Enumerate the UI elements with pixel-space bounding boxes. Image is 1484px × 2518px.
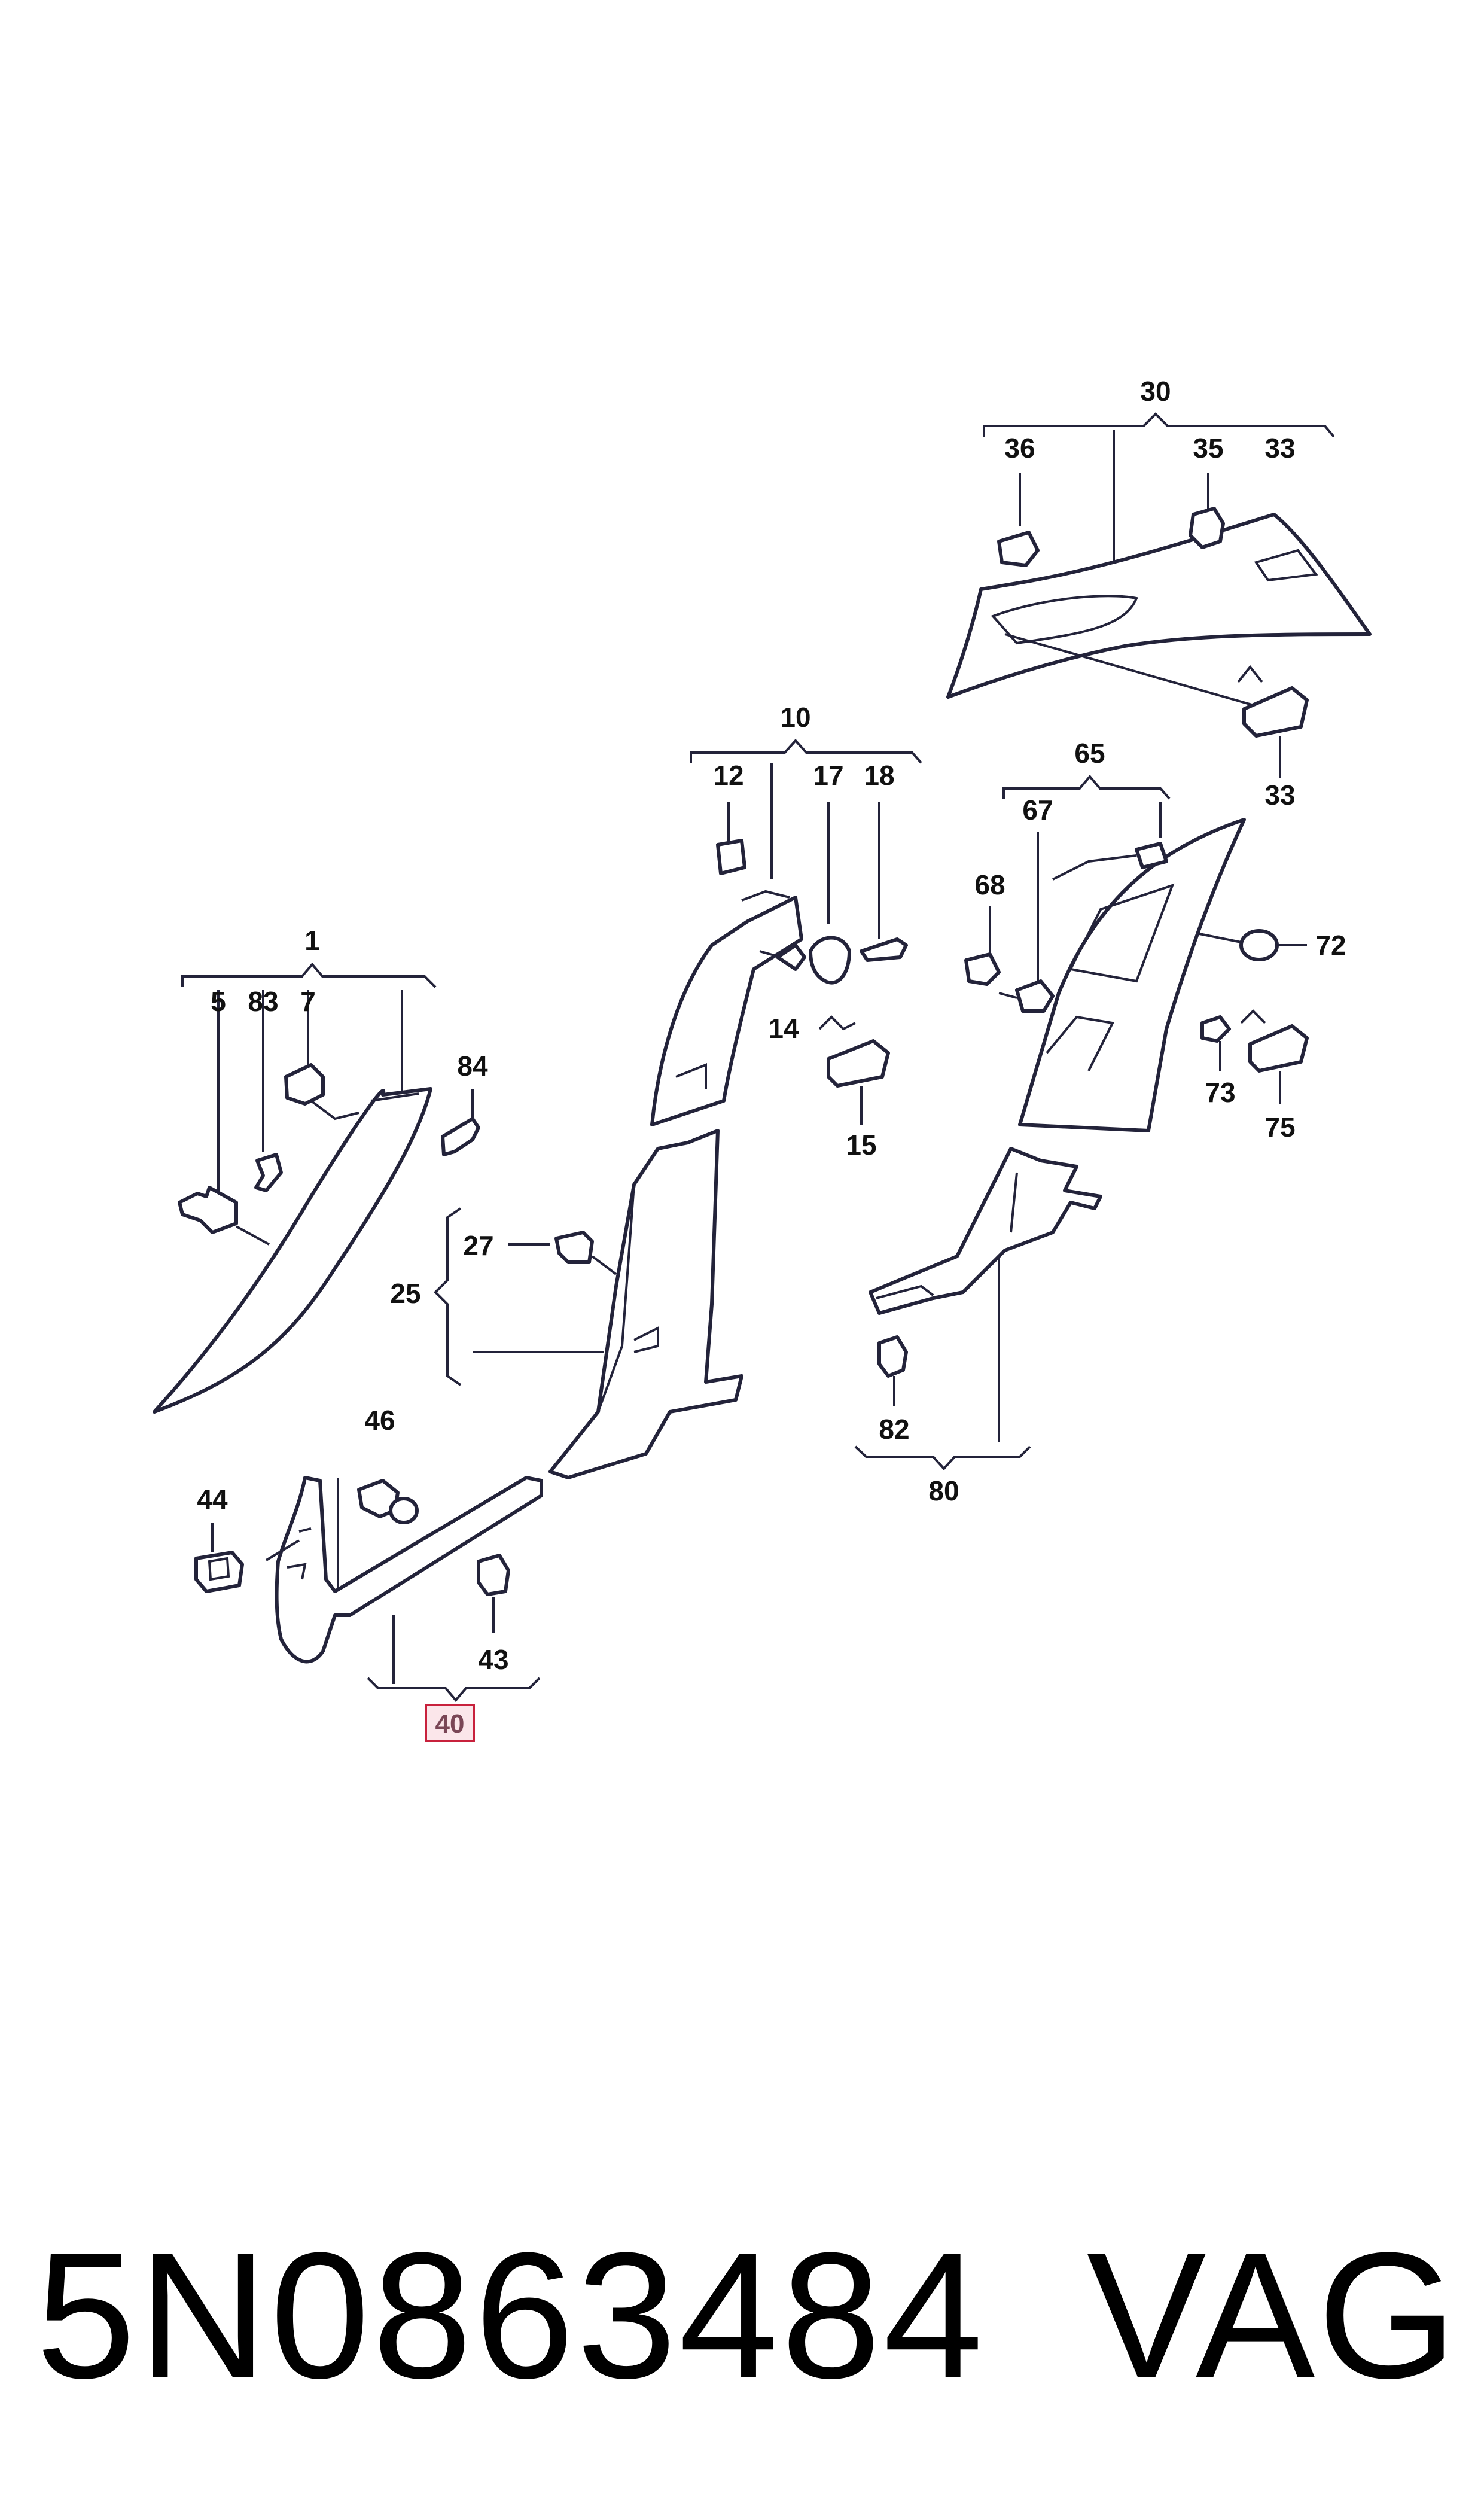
callout-18: 18 xyxy=(864,760,894,791)
group-80-rear-sill-trim: 82 80 xyxy=(854,1147,1102,1506)
screw-14 xyxy=(759,943,806,971)
grommet-83 xyxy=(254,1153,283,1192)
clip-67 xyxy=(998,979,1055,1013)
group-10-upper-b-pillar-trim: 10 12 17 18 14 15 xyxy=(650,702,922,1161)
callout-12: 12 xyxy=(713,760,743,791)
clip-44 xyxy=(194,1523,244,1593)
callout-67: 67 xyxy=(1022,794,1053,826)
callout-84: 84 xyxy=(457,1051,488,1082)
group-1-a-pillar-trim: 1 5 83 7 84 xyxy=(153,925,488,1414)
cover-75 xyxy=(1240,1009,1309,1104)
callout-40: 40 xyxy=(435,1709,465,1738)
callout-33-top: 33 xyxy=(1264,433,1295,464)
clip-82 xyxy=(877,1335,908,1406)
callout-82: 82 xyxy=(879,1414,909,1445)
upper-b-pillar-trim-panel xyxy=(650,896,803,1126)
callout-44: 44 xyxy=(197,1484,228,1515)
callout-68: 68 xyxy=(974,869,1005,900)
clip-46 xyxy=(357,1479,419,1524)
clip-43 xyxy=(477,1554,510,1633)
callout-36: 36 xyxy=(1004,433,1035,464)
callout-7: 7 xyxy=(300,986,316,1017)
screw-73 xyxy=(1200,1015,1231,1071)
highlighted-callout-40[interactable]: 40 xyxy=(425,1704,475,1742)
callout-72: 72 xyxy=(1315,930,1346,961)
group-40-front-sill-trim: 46 44 43 40 xyxy=(194,1405,543,1742)
callout-30: 30 xyxy=(1140,376,1171,407)
callout-65: 65 xyxy=(1074,738,1105,769)
screw-18 xyxy=(860,937,908,962)
lower-b-pillar-trim-panel xyxy=(548,1129,743,1479)
callout-80: 80 xyxy=(928,1475,959,1506)
callout-75: 75 xyxy=(1264,1112,1295,1143)
bracket-36 xyxy=(997,531,1040,567)
group-30-c-pillar-trim: 30 36 35 33 33 xyxy=(946,376,1372,811)
rear-sill-trim-panel xyxy=(869,1147,1102,1315)
callout-73: 73 xyxy=(1205,1077,1235,1108)
clip-7 xyxy=(284,1063,359,1121)
clip-35 xyxy=(1189,507,1225,549)
callout-15: 15 xyxy=(846,1129,876,1161)
cap-17 xyxy=(809,936,851,985)
callout-43: 43 xyxy=(478,1644,508,1675)
callout-25: 25 xyxy=(390,1278,420,1309)
clip-12 xyxy=(716,839,746,875)
clip-84 xyxy=(441,1089,480,1156)
clip-27 xyxy=(554,1231,617,1275)
part-number: 5N0863484 xyxy=(36,2215,986,2416)
callout-1: 1 xyxy=(304,925,320,956)
cap-72 xyxy=(1196,929,1307,961)
tab-65 xyxy=(1135,842,1168,869)
cover-15 xyxy=(818,1015,890,1125)
clip-68 xyxy=(964,952,1001,986)
group-25-lower-b-pillar-trim: 25 27 xyxy=(390,1129,743,1479)
callout-5: 5 xyxy=(211,986,226,1017)
brand: VAG xyxy=(1086,2215,1459,2416)
footer: 5N0863484 VAG xyxy=(36,2202,1459,2429)
a-pillar-trim-panel xyxy=(153,1087,432,1414)
callout-27: 27 xyxy=(463,1230,493,1261)
callout-10: 10 xyxy=(780,702,810,733)
group-65-d-pillar-trim: 65 67 68 72 73 75 xyxy=(964,738,1346,1143)
callout-14: 14 xyxy=(768,1013,799,1044)
callout-35: 35 xyxy=(1193,433,1223,464)
callout-83: 83 xyxy=(248,986,278,1017)
cover-33 xyxy=(1237,665,1309,778)
callout-33-bottom: 33 xyxy=(1264,780,1295,811)
clip-5 xyxy=(178,1186,270,1246)
front-sill-trim-panel xyxy=(275,1476,543,1664)
callout-17: 17 xyxy=(813,760,843,791)
callout-46: 46 xyxy=(364,1405,395,1436)
